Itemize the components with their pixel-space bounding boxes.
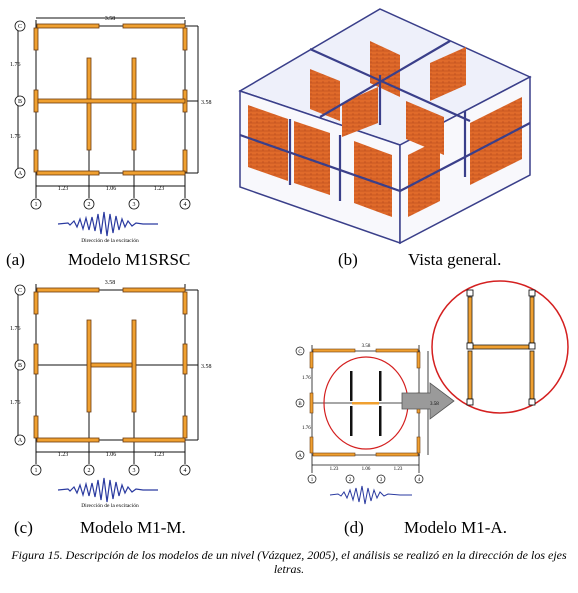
- dim-bay-2: 1.06: [362, 467, 371, 472]
- axis-label-4: 4: [184, 202, 187, 208]
- dim-vertical-upper: 1.76: [10, 62, 21, 68]
- caption-c-text: Modelo M1-M.: [80, 518, 186, 537]
- dim-vertical-total: 3.58: [201, 100, 212, 106]
- caption-d-letter: (d): [344, 518, 364, 537]
- dim-bay-3: 1.23: [154, 452, 165, 458]
- dim-vertical-lower: 1.76: [10, 134, 21, 140]
- dim-bay-2: 1.06: [106, 186, 117, 192]
- dim-vertical-lower: 1.76: [10, 400, 21, 406]
- axis-label-a: A: [298, 454, 302, 459]
- dim-bay-3: 1.23: [154, 186, 165, 192]
- dim-bay-2: 1.06: [106, 452, 117, 458]
- caption-a-text: Modelo M1SRSC: [68, 250, 191, 269]
- dim-total: 3.58: [105, 16, 116, 22]
- excitation-label: Dirección de la excitación: [81, 238, 139, 244]
- axis-label-a: A: [18, 171, 23, 177]
- axis-label-3: 3: [133, 202, 136, 208]
- axis-label-b: B: [18, 363, 22, 369]
- plan-m1m: 3.58 3.58 1.76 1.76 1.23 1.06 1.23 C B A…: [10, 280, 212, 509]
- axis-label-1: 1: [35, 202, 38, 208]
- axis-label-c: C: [18, 288, 22, 294]
- dim-bay-1: 1.23: [58, 452, 69, 458]
- axis-label-c: C: [18, 24, 22, 30]
- axis-label-1: 1: [311, 478, 314, 483]
- axis-label-4: 4: [418, 478, 421, 483]
- isometric-view: [238, 8, 532, 245]
- caption-c-letter: (c): [14, 518, 33, 537]
- axis-label-4: 4: [184, 468, 187, 474]
- dim-vertical-total: 3.58: [430, 402, 439, 407]
- axis-label-2: 2: [88, 202, 91, 208]
- plan-m1srsc: 3.58 3.58 1.76 1.76 1.23 1.06 1.23 C B A…: [10, 16, 212, 244]
- axis-label-2: 2: [349, 478, 352, 483]
- caption-b-text: Vista general.: [408, 250, 502, 269]
- seismic-signal-icon: [329, 485, 412, 505]
- axis-label-a: A: [18, 438, 23, 444]
- figure-caption: Figura 15. Descripción de los modelos de…: [11, 548, 567, 576]
- axis-label-3: 3: [133, 468, 136, 474]
- axis-label-b: B: [298, 402, 302, 407]
- plan-m1a: 3.58 3.58 1.76 1.76 1.23 1.06 1.23 C B A…: [295, 280, 569, 505]
- axis-label-b: B: [18, 99, 22, 105]
- dim-vertical-upper: 1.76: [10, 326, 21, 332]
- caption-a-letter: (a): [6, 250, 25, 269]
- axis-label-c: C: [298, 350, 302, 355]
- axis-label-1: 1: [35, 468, 38, 474]
- axis-label-2: 2: [88, 468, 91, 474]
- dim-vertical-upper: 1.76: [302, 376, 311, 381]
- dim-bay-1: 1.23: [330, 467, 339, 472]
- dim-total: 3.58: [362, 344, 371, 349]
- axis-label-3: 3: [380, 478, 383, 483]
- dim-bay-3: 1.23: [394, 467, 403, 472]
- seismic-signal-icon: [57, 477, 158, 503]
- seismic-signal-icon: [57, 211, 158, 237]
- excitation-label: Dirección de la excitación: [81, 503, 139, 509]
- dim-total: 3.58: [105, 280, 116, 286]
- dim-vertical-total: 3.58: [201, 364, 212, 370]
- zoom-arrow-icon: [401, 382, 455, 420]
- caption-d-text: Modelo M1-A.: [404, 518, 507, 537]
- dim-bay-1: 1.23: [58, 186, 69, 192]
- caption-b-letter: (b): [338, 250, 358, 269]
- dim-vertical-lower: 1.76: [302, 426, 311, 431]
